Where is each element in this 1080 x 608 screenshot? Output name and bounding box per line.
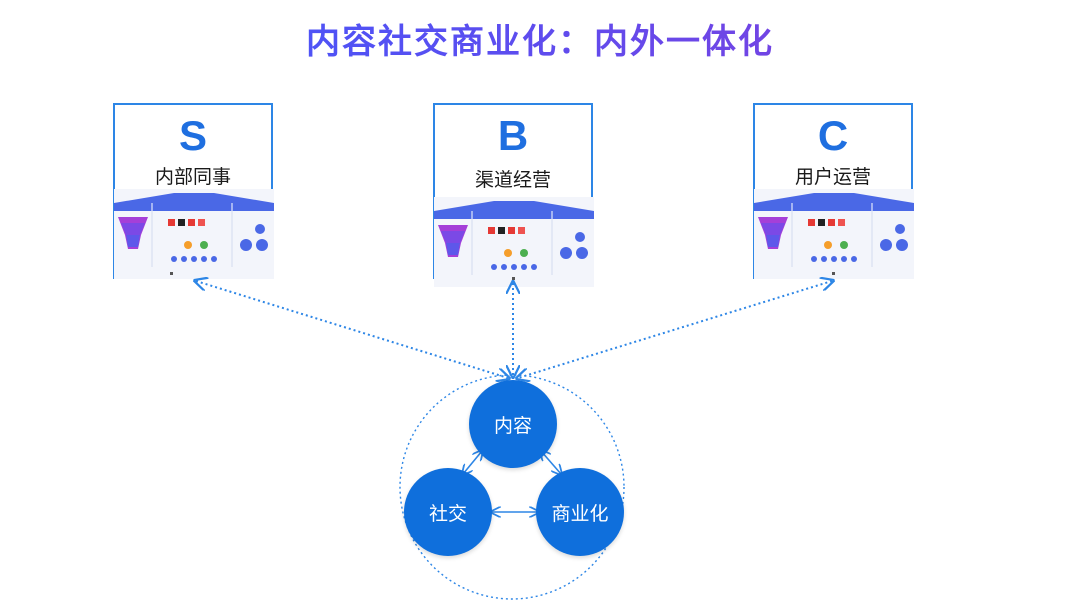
card-label: 渠道经营 bbox=[474, 169, 551, 191]
card-letter: S bbox=[178, 112, 207, 159]
card-b: B 渠道经营 bbox=[433, 103, 594, 287]
node-commerce: 商业化 bbox=[536, 468, 624, 556]
dashboard-thumbnail bbox=[754, 189, 914, 279]
dashboard-thumbnail bbox=[114, 189, 274, 279]
card-label: 内部同事 bbox=[154, 166, 231, 188]
arrow-content-social bbox=[463, 451, 482, 474]
core-boundary-circle bbox=[399, 374, 625, 600]
card-letter: C bbox=[817, 112, 849, 159]
node-content: 内容 bbox=[469, 380, 557, 468]
dotted-arrow-s bbox=[196, 281, 508, 378]
card-c: C 用户运营 bbox=[753, 103, 914, 279]
node-social: 社交 bbox=[404, 468, 492, 556]
card-letter: B bbox=[497, 112, 529, 159]
dotted-arrow-c bbox=[518, 281, 832, 378]
card-s: S 内部同事 bbox=[113, 103, 274, 279]
page-title: 内容社交商业化：内外一体化 bbox=[0, 14, 1080, 63]
card-label: 用户运营 bbox=[794, 166, 871, 188]
dashboard-thumbnail bbox=[434, 197, 594, 287]
